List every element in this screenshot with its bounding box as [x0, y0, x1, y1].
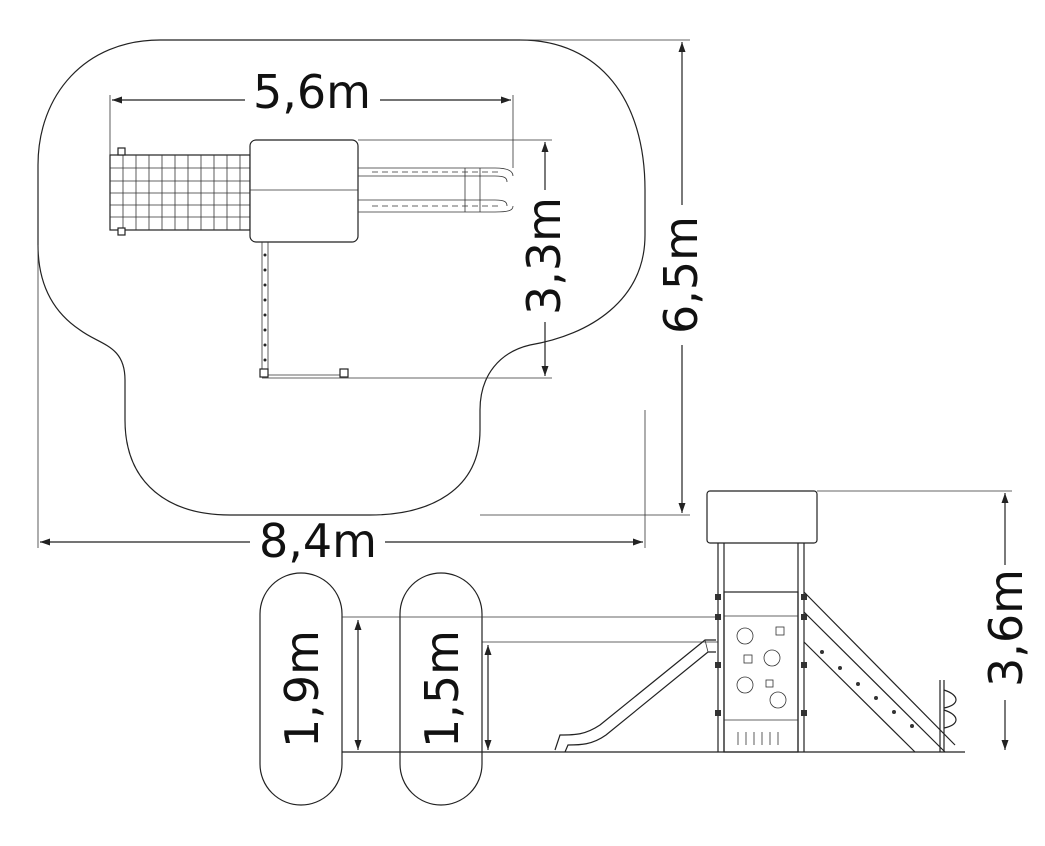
- safety-area-outline: [37, 39, 646, 516]
- platform-height-badge: 1,5m: [399, 572, 483, 806]
- top-view-equipment: [109, 139, 514, 379]
- dimension-label-total-height: 3,6m: [979, 569, 1033, 687]
- dimension-label-area-width: 6,5m: [654, 216, 708, 334]
- dimension-platform-height: [482, 641, 718, 750]
- free-fall-height-badge: 1,9m: [259, 572, 343, 806]
- dimension-top-width: 5,6m: [109, 65, 514, 168]
- dimension-label-top-width: 5,6m: [253, 65, 371, 119]
- dimension-label-top-depth: 3,3m: [517, 197, 571, 315]
- side-elevation-equipment: [554, 490, 957, 753]
- free-fall-height-label: 1,9m: [275, 630, 329, 748]
- dimension-label-area-length: 8,4m: [259, 514, 377, 568]
- dimension-free-fall-height: [342, 616, 720, 750]
- dimension-area-width: 6,5m: [480, 39, 708, 516]
- dimension-total-height: 3,6m: [817, 490, 1033, 750]
- platform-height-label: 1,5m: [415, 630, 469, 748]
- dimension-area-length: 8,4m: [37, 245, 646, 568]
- dimension-top-depth: 3,3m: [345, 139, 571, 379]
